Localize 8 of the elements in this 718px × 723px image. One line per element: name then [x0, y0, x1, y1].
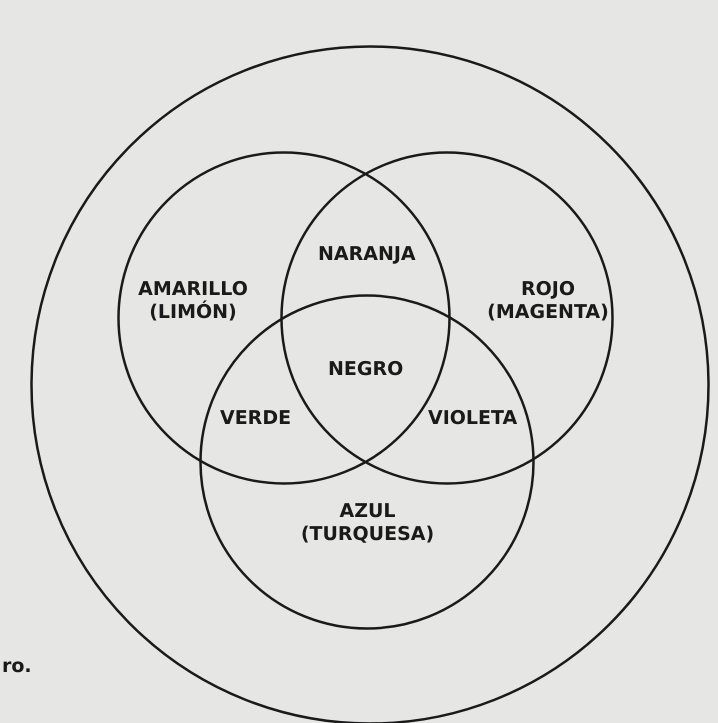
- text-fragment: ro.: [2, 655, 32, 677]
- circle-label: AZUL (TURQUESA): [300, 500, 436, 546]
- circle-label: ROJO (MAGENTA): [486, 278, 610, 324]
- circle-label: AMARILLO (LIMÓN): [137, 278, 249, 324]
- region-label: VIOLETA: [428, 407, 518, 429]
- region-label: NEGRO: [328, 358, 404, 380]
- region-label: NARANJA: [318, 243, 416, 265]
- region-label: VERDE: [220, 407, 292, 429]
